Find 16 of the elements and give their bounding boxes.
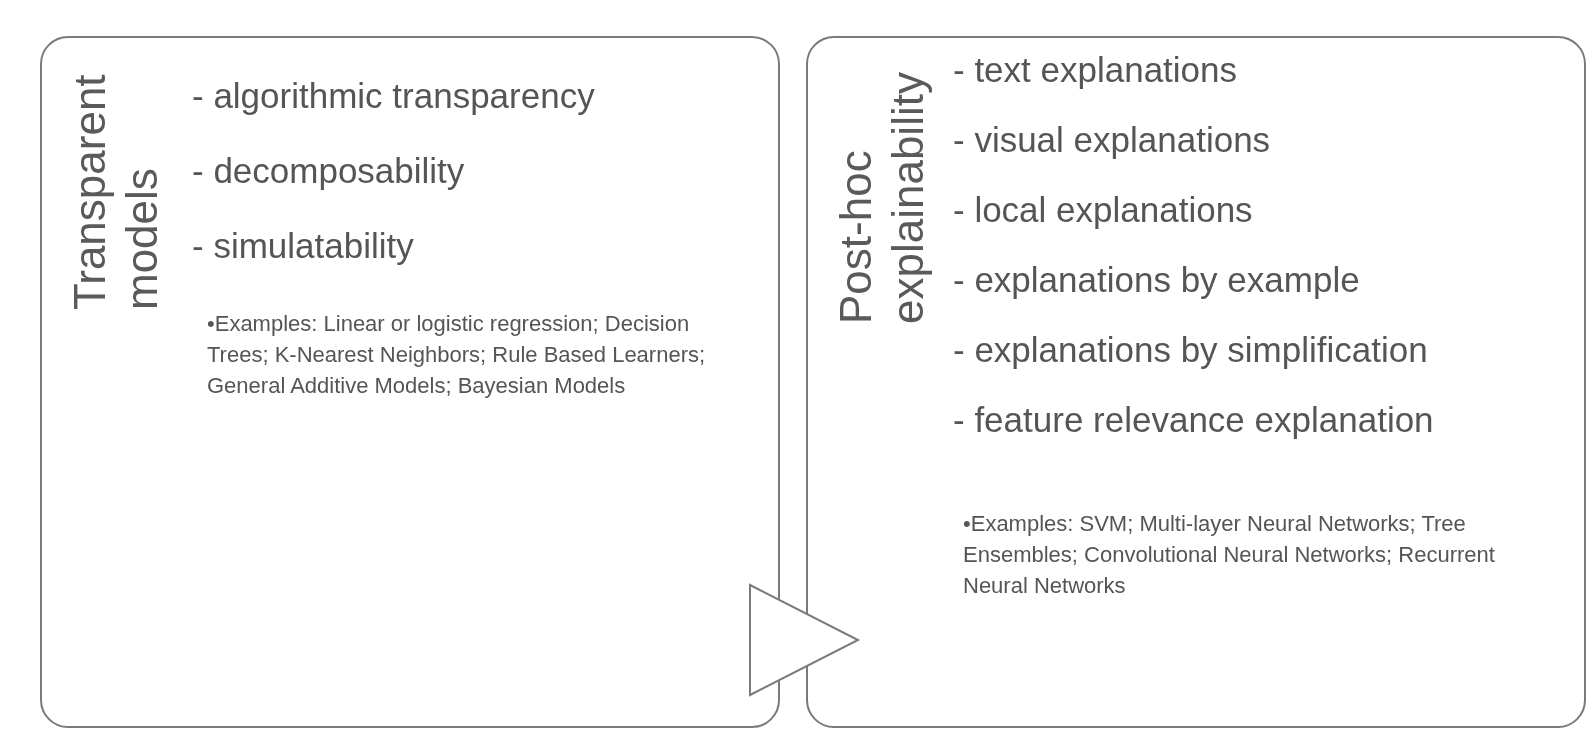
arrow (749, 584, 859, 696)
list-item: - visual explanations (953, 120, 1271, 160)
list-item: - decomposability (192, 151, 465, 191)
list-item: - explanations by example (953, 260, 1360, 300)
panel-box (806, 36, 1586, 728)
panel-heading: Transparent models (64, 73, 167, 310)
list-item: - text explanations (953, 50, 1238, 90)
panel-heading: Post-hoc explainability (830, 71, 933, 324)
examples-text: •Examples: Linear or logistic regression; Decision Trees; K-Nearest Neighbors; Rule Based Learners; General Additive Models; Bayesian Models (207, 310, 707, 400)
list-item: - feature relevance explanation (953, 400, 1434, 440)
panel-box (40, 36, 780, 728)
list-item: - simulatability (192, 226, 414, 266)
examples-text: •Examples: SVM; Multi-layer Neural Networks; Tree Ensembles; Convolutional Neural Networks; Recurrent Neural Networks (963, 510, 1496, 600)
list-item: - algorithmic transparency (192, 76, 595, 116)
list-item: - local explanations (953, 190, 1253, 230)
list-item: - explanations by simplification (953, 330, 1428, 370)
